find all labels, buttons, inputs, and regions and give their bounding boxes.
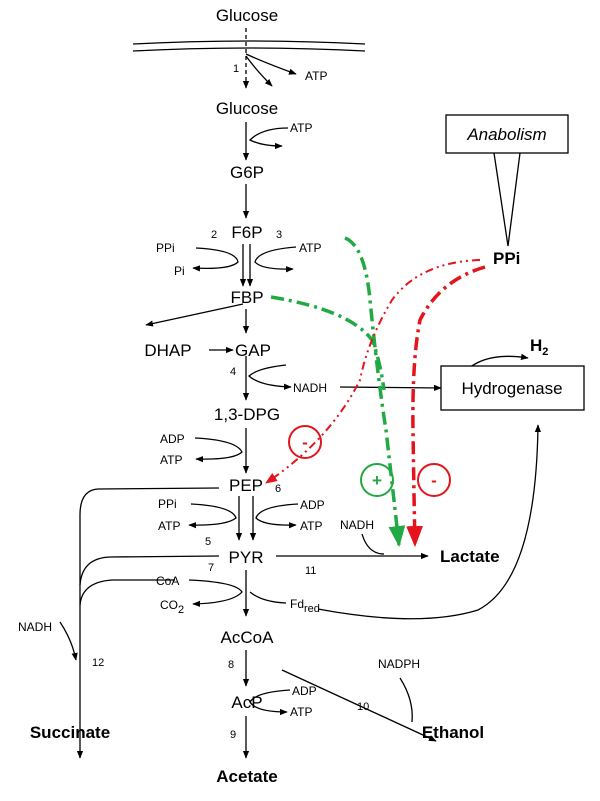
pyr-label: PYR: [229, 548, 264, 567]
atp-label: ATP: [290, 705, 312, 719]
cofactor-arrows: [188, 53, 542, 716]
atp-label: ATP: [160, 453, 182, 467]
glucose-intracellular-label: Glucose: [216, 99, 278, 118]
step-number: 7: [208, 562, 214, 574]
fd-red-label: Fdred: [290, 597, 320, 615]
nadh-label: NADH: [340, 518, 374, 532]
activation-marker-lactate: +: [360, 463, 394, 497]
regulation-activation: [270, 236, 406, 548]
ethanol-label: Ethanol: [422, 723, 484, 742]
acp-label: AcP: [231, 693, 262, 712]
hydrogenase-label: Hydrogenase: [461, 379, 562, 398]
plus-label: +: [372, 471, 382, 490]
gap-label: GAP: [235, 341, 271, 360]
f6p-label: F6P: [231, 223, 262, 242]
step-number: 6: [275, 483, 281, 495]
atp-label: ATP: [305, 69, 327, 83]
ppi-label: PPi: [158, 497, 177, 511]
lactate-label: Lactate: [440, 547, 500, 566]
regulation-inhibition: [265, 259, 486, 548]
atp-label: ATP: [290, 121, 312, 135]
step-number: 10: [357, 701, 369, 713]
dpg-label: 1,3-DPG: [214, 405, 280, 424]
hydrogenase-box: [440, 365, 585, 411]
glycolysis-arrows: [145, 28, 257, 759]
nadph-label: NADPH: [378, 657, 420, 671]
inhibition-marker-pep: -: [288, 425, 322, 459]
g6p-label: G6P: [230, 163, 264, 182]
cell-membrane: [132, 40, 366, 52]
pi-label: Pi: [174, 264, 185, 278]
step-number: 9: [230, 729, 236, 741]
nadh-label: NADH: [293, 381, 327, 395]
acetate-label: Acetate: [216, 767, 277, 786]
atp-label: ATP: [299, 241, 321, 255]
dhap-label: DHAP: [144, 341, 191, 360]
step-number: 1: [233, 63, 239, 75]
anabolism-label: Anabolism: [466, 125, 546, 144]
coa-label: CoA: [156, 574, 179, 588]
minus-label: -: [302, 433, 308, 452]
co2-label: CO2: [160, 598, 184, 616]
branch-arrows: [59, 152, 521, 759]
step-number: 5: [205, 536, 211, 548]
step-number: 3: [276, 229, 282, 241]
anabolism-box: [445, 114, 569, 154]
adp-label: ADP: [292, 684, 317, 698]
step-number: 4: [230, 366, 236, 378]
step-number: 8: [228, 659, 234, 671]
minus-label: -: [431, 471, 437, 490]
glucose-extracellular-label: Glucose: [216, 6, 278, 25]
h2-label: H2: [530, 336, 548, 358]
atp-label: ATP: [158, 519, 180, 533]
step-number: 2: [211, 229, 217, 241]
adp-label: ADP: [300, 498, 325, 512]
step-number: 12: [92, 657, 104, 669]
step-number: 11: [305, 565, 316, 577]
pep-label: PEP: [229, 476, 263, 495]
atp-label: ATP: [300, 519, 322, 533]
nadh-label: NADH: [18, 620, 52, 634]
ppi-anabolic-label: PPi: [493, 249, 520, 268]
accoa-label: AcCoA: [221, 628, 275, 647]
ppi-label: PPi: [156, 241, 175, 255]
succinate-label: Succinate: [30, 723, 110, 742]
inhibition-marker-lactate: -: [417, 463, 451, 497]
adp-label: ADP: [160, 432, 185, 446]
fbp-label: FBP: [230, 288, 263, 307]
